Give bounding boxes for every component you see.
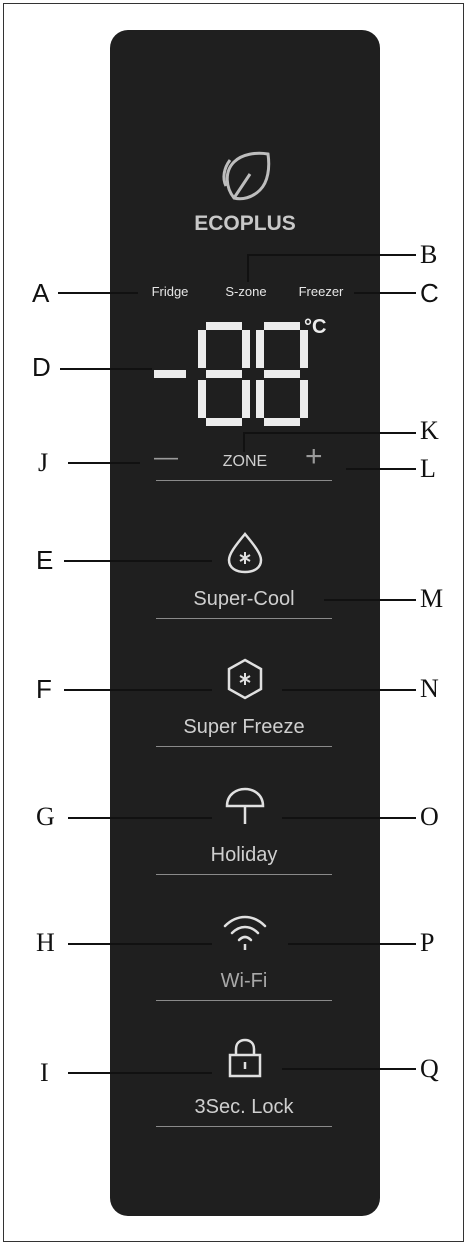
callout-b: B [420, 240, 438, 269]
callout-p: P [420, 928, 435, 957]
callout-n: N [420, 674, 439, 703]
callout-o: O [420, 802, 439, 831]
divider [156, 874, 332, 875]
callout-k: K [420, 416, 439, 445]
callout-d: D [32, 352, 51, 382]
leader-line [64, 689, 212, 691]
hexagon-snowflake-icon[interactable] [225, 658, 265, 700]
leader-line [243, 432, 245, 452]
callout-g: G [36, 802, 55, 831]
leader-line [60, 368, 152, 370]
leaf-icon [222, 151, 271, 201]
leader-line [324, 599, 416, 601]
super-cool-button[interactable]: Super-Cool [193, 588, 295, 610]
leader-line [346, 468, 416, 470]
brand-label: ECOPLUS [194, 212, 296, 235]
callout-a: A [32, 278, 50, 308]
holiday-button[interactable]: Holiday [210, 844, 278, 866]
callout-j: J [38, 448, 49, 477]
leader-line [282, 817, 416, 819]
leader-line [282, 689, 416, 691]
super-freeze-button[interactable]: Super Freeze [183, 716, 305, 738]
leader-line [58, 292, 138, 294]
temperature-unit: °C [304, 316, 327, 338]
wifi-icon[interactable] [221, 912, 269, 952]
zone-button[interactable]: ZONE [222, 453, 268, 470]
lock-button[interactable]: 3Sec. Lock [194, 1096, 294, 1118]
divider [156, 480, 332, 481]
divider [156, 1126, 332, 1127]
wifi-button[interactable]: Wi-Fi [220, 970, 268, 992]
callout-i: I [40, 1058, 49, 1087]
leader-line [68, 817, 212, 819]
callout-c: C [420, 278, 439, 308]
divider [156, 746, 332, 747]
callout-q: Q [420, 1054, 439, 1083]
leader-line [248, 254, 416, 256]
control-panel: ECOPLUS Fridge S-zone Freezer [110, 30, 380, 1216]
divider [156, 1000, 332, 1001]
callout-f: F [36, 674, 52, 704]
droplet-snowflake-icon[interactable] [225, 532, 265, 574]
callout-m: M [420, 584, 444, 613]
zone-minus-button[interactable]: — [154, 444, 178, 471]
leader-line [288, 943, 416, 945]
leader-line [244, 432, 416, 434]
leader-line [354, 292, 416, 294]
leader-line [247, 254, 249, 282]
umbrella-icon[interactable] [223, 786, 267, 826]
callout-h: H [36, 928, 55, 957]
zone-freezer-label[interactable]: Freezer [298, 284, 344, 299]
leader-line [68, 462, 140, 464]
leader-line [68, 1072, 212, 1074]
callout-l: L [420, 454, 436, 483]
leader-line [68, 943, 212, 945]
zone-plus-button[interactable]: + [305, 440, 323, 473]
zone-szone-label[interactable]: S-zone [225, 284, 267, 299]
divider [156, 618, 332, 619]
padlock-icon[interactable] [226, 1038, 264, 1078]
callout-e: E [36, 545, 54, 575]
leader-line [282, 1068, 416, 1070]
leader-line [64, 560, 212, 562]
zone-fridge-label[interactable]: Fridge [151, 284, 189, 299]
temperature-display [154, 322, 308, 426]
